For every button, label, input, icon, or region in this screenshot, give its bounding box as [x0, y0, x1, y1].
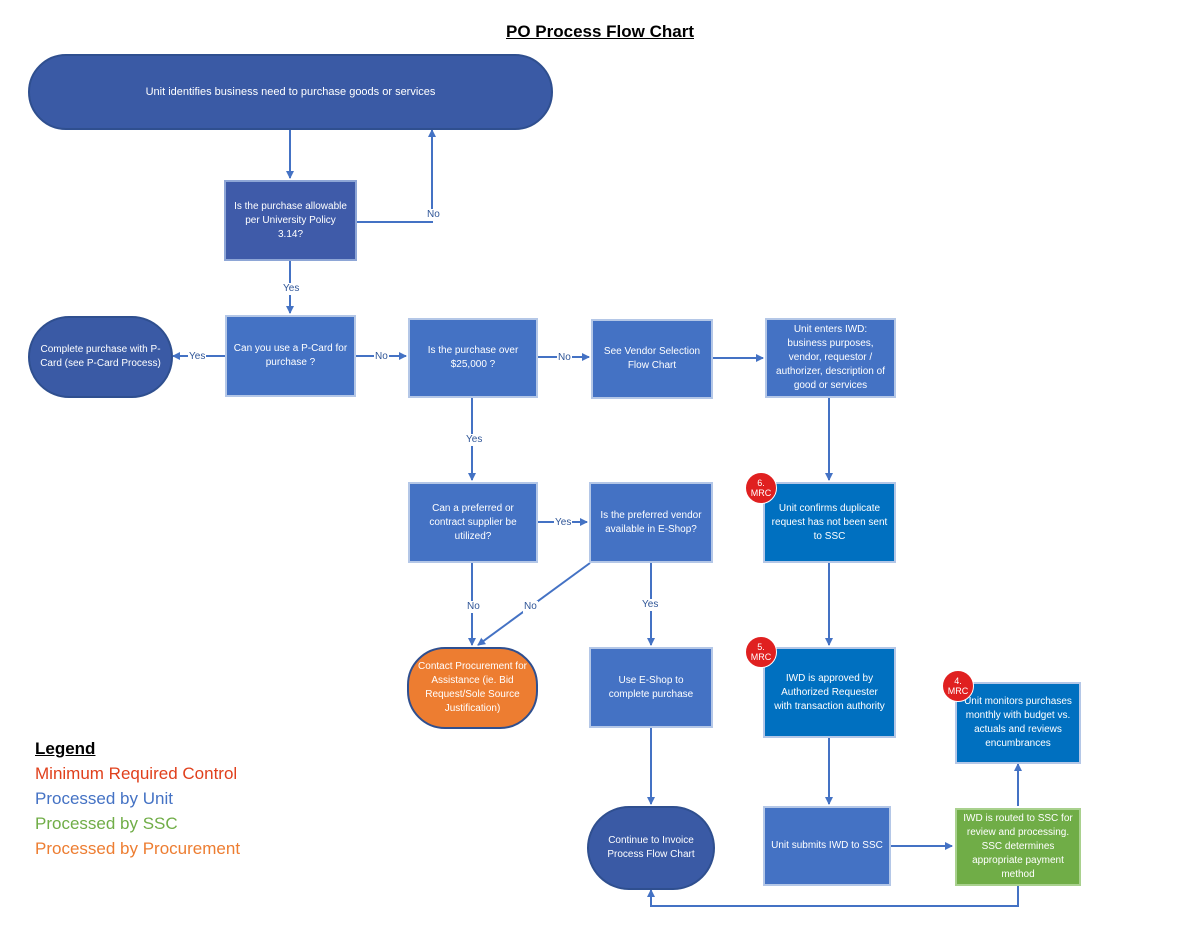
- node-use-eshop: Use E-Shop to complete purchase: [589, 647, 713, 728]
- label-yes-pcard: Yes: [188, 351, 207, 363]
- node-iwd-approved: IWD is approved by Authorized Requester …: [763, 647, 896, 738]
- label-no-pcard: No: [374, 351, 389, 363]
- label-no-over: No: [557, 352, 572, 364]
- mrc-tag: MRC: [947, 686, 969, 696]
- label-no-allowable: No: [426, 209, 441, 221]
- mrc-number: 4.: [954, 676, 962, 686]
- node-continue-invoice: Continue to Invoice Process Flow Chart: [587, 806, 715, 890]
- mrc-badge-4: 4. MRC: [942, 670, 974, 702]
- label-no-eshop: No: [523, 601, 538, 613]
- mrc-badge-5: 5. MRC: [745, 636, 777, 668]
- node-contact-procurement: Contact Procurement for Assistance (ie. …: [407, 647, 538, 729]
- label-yes-allowable: Yes: [282, 283, 301, 295]
- node-eshop-available: Is the preferred vendor available in E-S…: [589, 482, 713, 563]
- legend-title: Legend: [35, 739, 96, 758]
- mrc-number: 5.: [757, 642, 765, 652]
- label-no-pref: No: [466, 601, 481, 613]
- node-vendor-selection: See Vendor Selection Flow Chart: [591, 319, 713, 399]
- page-title: PO Process Flow Chart: [506, 22, 694, 41]
- mrc-tag: MRC: [750, 488, 772, 498]
- mrc-tag: MRC: [750, 652, 772, 662]
- legend-item-mrc: Minimum Required Control: [35, 764, 238, 783]
- label-yes-over: Yes: [465, 434, 484, 446]
- node-allowable: Is the purchase allowable per University…: [224, 180, 357, 261]
- node-over-25000: Is the purchase over $25,000 ?: [408, 318, 538, 398]
- node-routed-ssc: IWD is routed to SSC for review and proc…: [955, 808, 1081, 886]
- node-confirm-duplicate: Unit confirms duplicate request has not …: [763, 482, 896, 563]
- node-pcard-complete: Complete purchase with P-Card (see P-Car…: [28, 316, 173, 398]
- label-yes-eshop: Yes: [641, 599, 660, 611]
- arrow-allowable-no: [357, 129, 436, 223]
- node-pcard-question: Can you use a P-Card for purchase ?: [225, 315, 356, 397]
- mrc-badge-6: 6. MRC: [745, 472, 777, 504]
- legend-item-unit: Processed by Unit: [35, 789, 173, 808]
- node-start: Unit identifies business need to purchas…: [28, 54, 553, 130]
- node-preferred-supplier: Can a preferred or contract supplier be …: [408, 482, 538, 563]
- node-submit-iwd: Unit submits IWD to SSC: [763, 806, 891, 886]
- label-yes-pref: Yes: [554, 517, 573, 529]
- legend-item-ssc: Processed by SSC: [35, 814, 178, 833]
- legend: Legend Minimum Required Control Processe…: [35, 736, 240, 861]
- node-monitor: Unit monitors purchases monthly with bud…: [955, 682, 1081, 764]
- node-enter-iwd: Unit enters IWD: business purposes, vend…: [765, 318, 896, 398]
- arrow-routed-to-invoice: [647, 886, 1019, 907]
- mrc-number: 6.: [757, 478, 765, 488]
- legend-item-procurement: Processed by Procurement: [35, 839, 241, 858]
